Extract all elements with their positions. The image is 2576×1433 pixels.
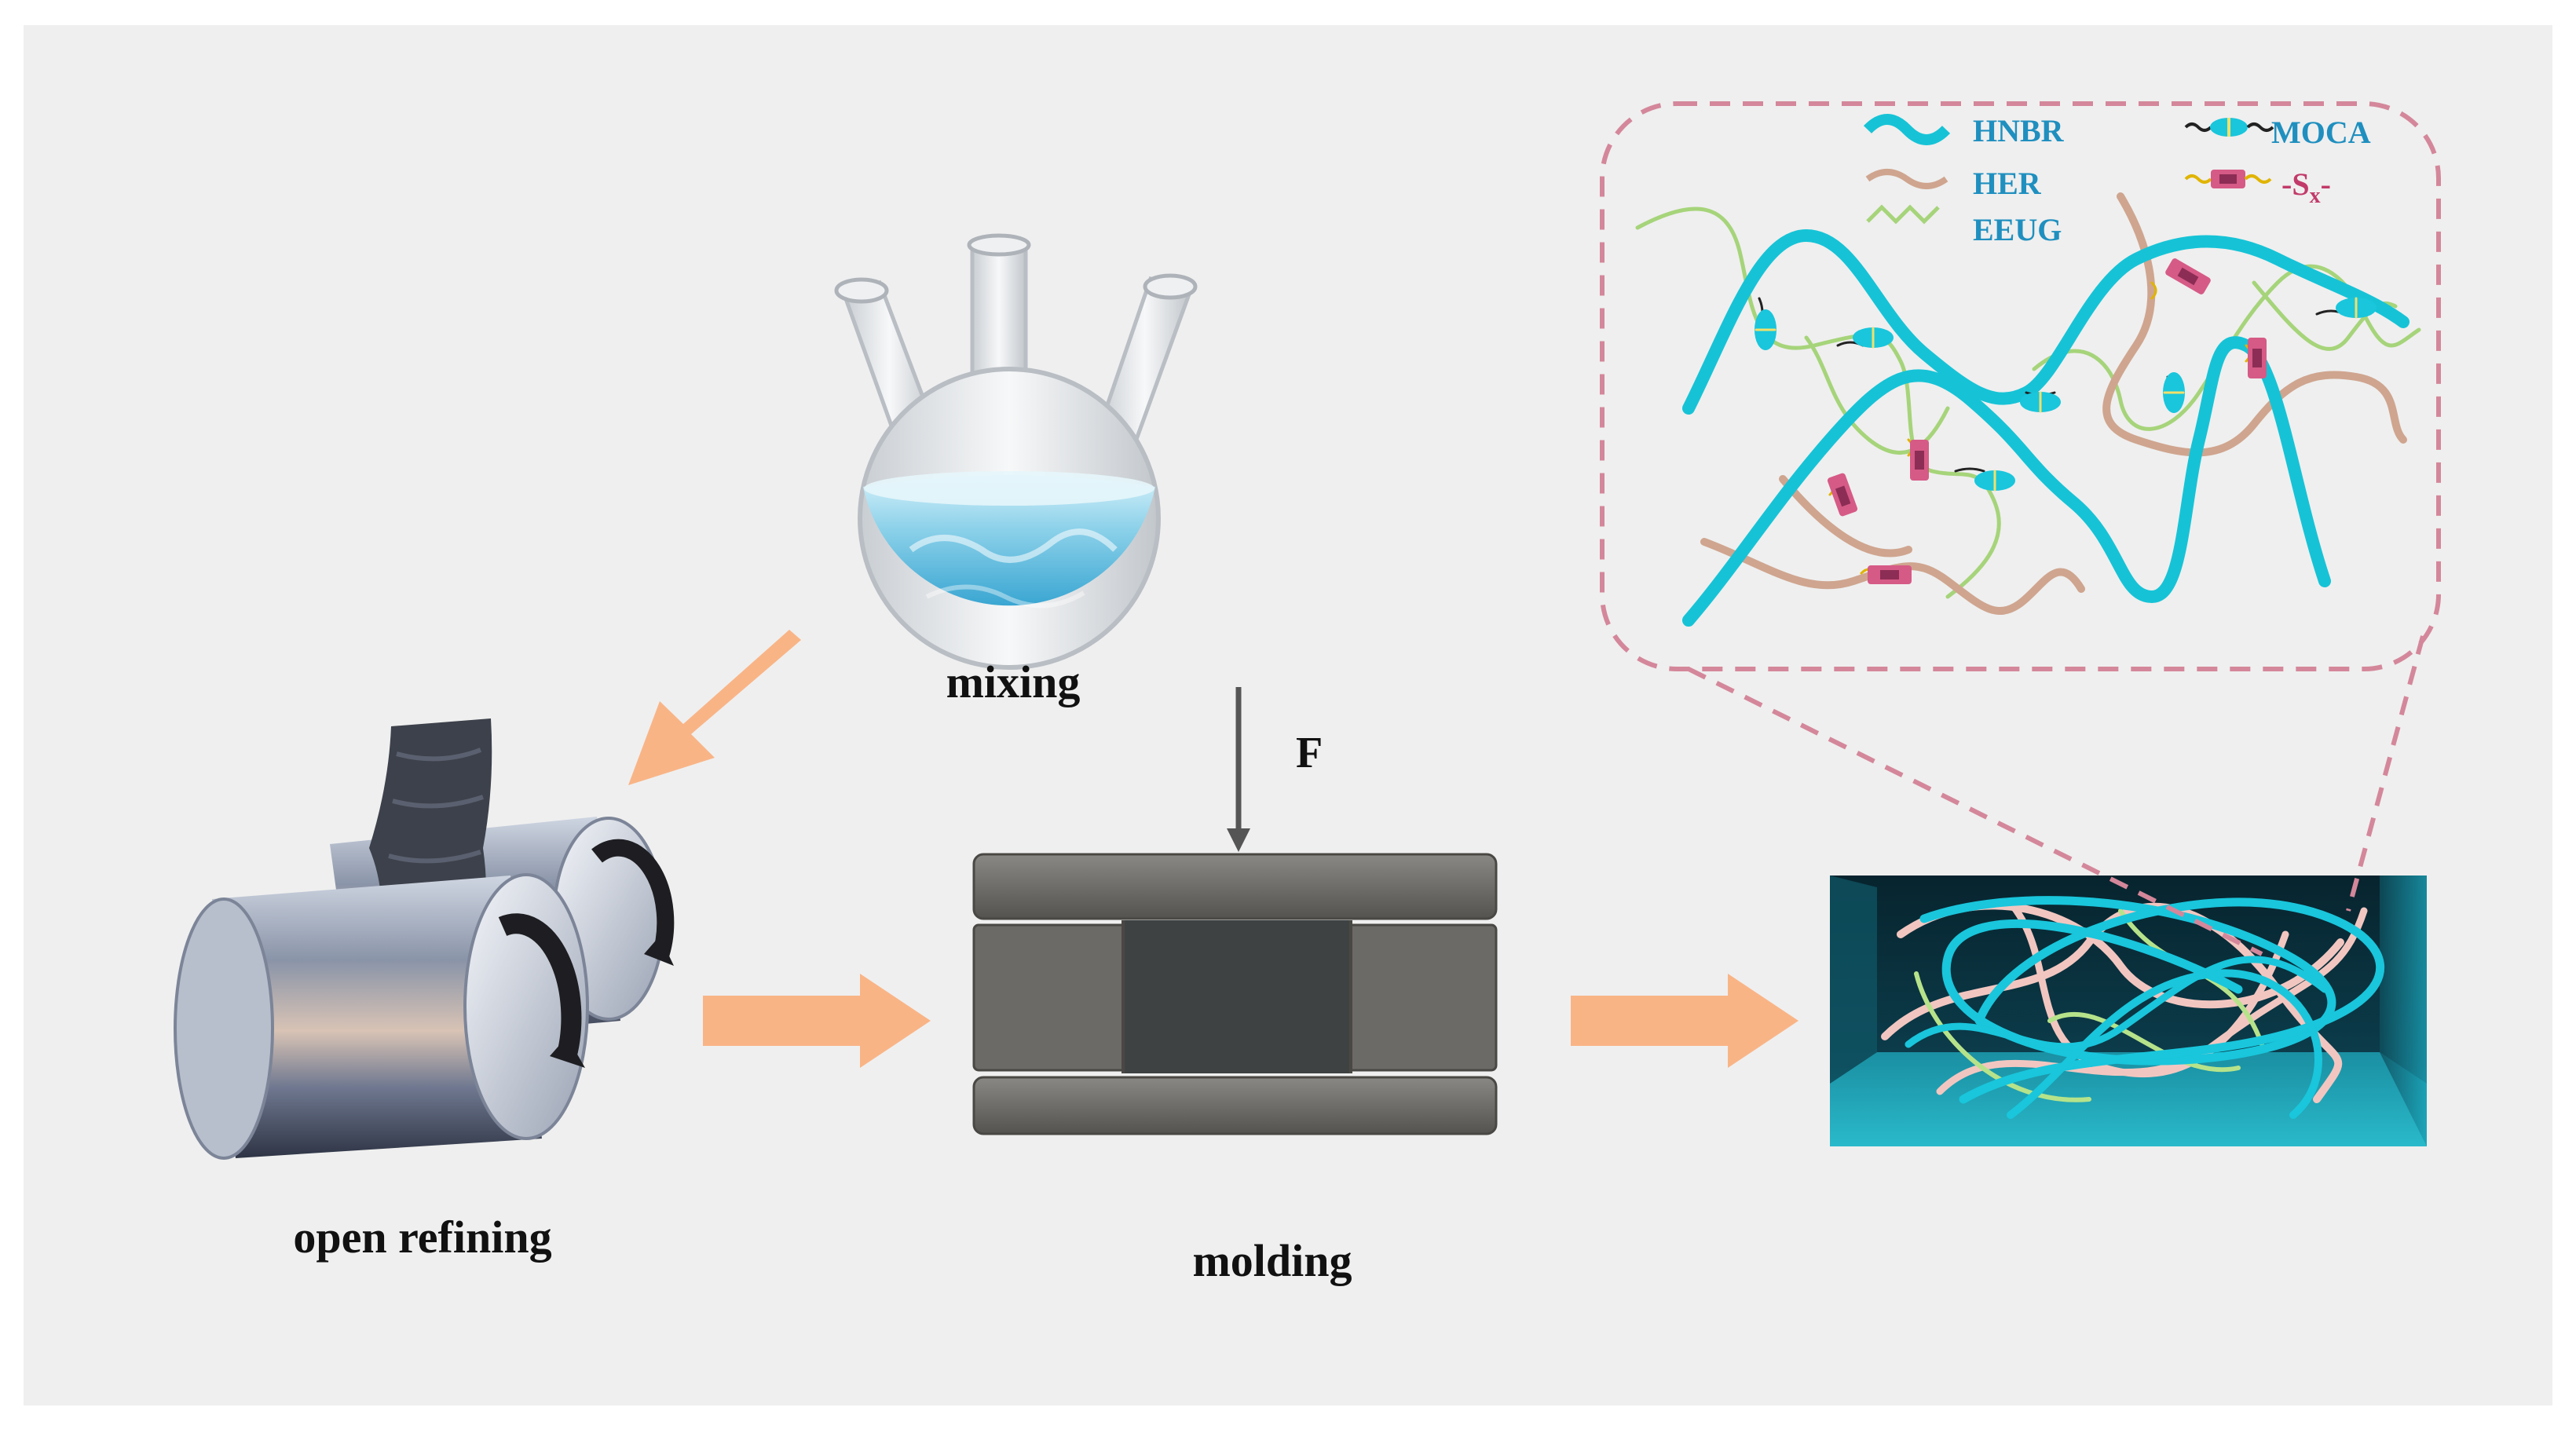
step-label-molding: molding [1192,1235,1352,1286]
legend-label-sx: -Sx- [2281,166,2331,208]
three-neck-flask-icon [834,233,1198,670]
legend-label-hnbr: HNBR [1973,113,2065,148]
legend-swatch-her [1865,169,1948,189]
legend-label-eeug: EEUG [1973,212,2062,247]
compression-mold-icon [972,687,1498,1135]
legend-swatch-moca [2184,118,2274,137]
open-mill-rollers-icon [174,718,675,1160]
legend-swatch-eeug [1866,204,1940,225]
arrow-molding-to-network [1571,974,1798,1068]
step-label-open-refining: open refining [293,1212,551,1263]
legend-swatch-hnbr [1863,114,1951,145]
background-panel [24,25,2552,1406]
force-label: F [1296,729,1323,777]
legend-swatch-sx [2184,170,2272,188]
step-label-mixing: mixing [946,656,1081,707]
arrow-mixing-to-refining [628,630,801,785]
crosslink-network-illustration [1635,192,2421,627]
legend-label-her: HER [1973,166,2042,201]
arrow-refining-to-molding [703,974,931,1068]
legend-label-moca: MOCA [2271,115,2371,150]
legend: HNBR HER EEUG MOCA -Sx- [1863,113,2371,247]
network-sample-box [1830,876,2427,1146]
zoom-callout [1600,101,2441,956]
